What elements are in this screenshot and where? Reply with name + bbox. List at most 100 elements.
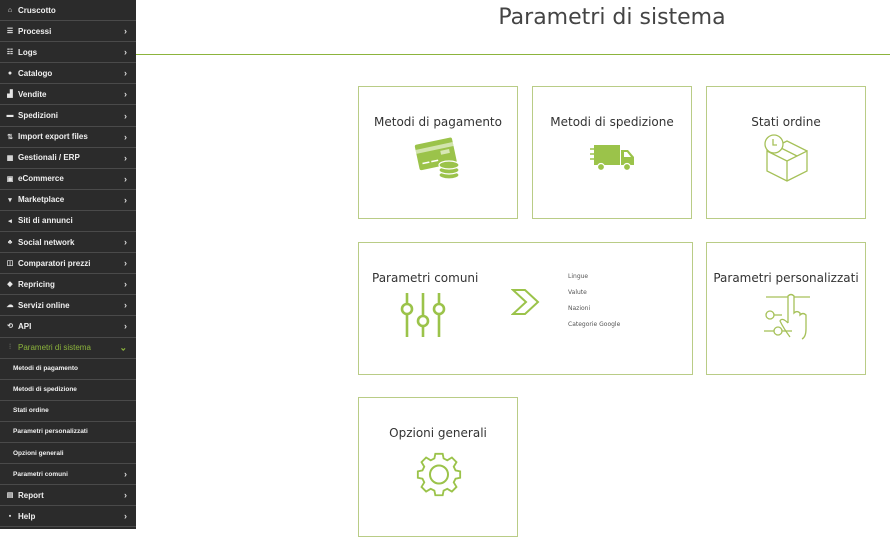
title-divider bbox=[136, 54, 890, 55]
report-icon: ▤ bbox=[6, 492, 14, 500]
sidebar-item-label: Repricing bbox=[18, 279, 55, 289]
sidebar-item-label: Cruscotto bbox=[18, 5, 56, 15]
sidebar: ⌂Cruscotto ☰Processi› ☷Logs› ●Catalogo› … bbox=[0, 0, 136, 529]
sidebar-item-logs[interactable]: ☷Logs› bbox=[0, 42, 136, 64]
chevron-right-icon: › bbox=[124, 511, 127, 522]
box-clock-icon bbox=[764, 134, 808, 182]
sidebar-item-import-export[interactable]: ⇅Import export files› bbox=[0, 127, 136, 148]
sidebar-item-help[interactable]: ▪ Help › bbox=[0, 506, 136, 528]
sidebar-item-label: Help bbox=[18, 511, 36, 521]
tag-icon: ◆ bbox=[7, 281, 13, 289]
card-parametri-personalizzati[interactable]: Parametri personalizzati bbox=[706, 242, 866, 375]
chevron-right-icon: › bbox=[124, 68, 127, 79]
sidebar-item-label: API bbox=[18, 321, 32, 331]
card-title: Stati ordine bbox=[751, 115, 821, 129]
sidebar-subitem-label: Parametri personalizzati bbox=[13, 428, 88, 436]
sidebar-item-label: Marketplace bbox=[18, 195, 65, 205]
chevron-right-icon: › bbox=[124, 47, 127, 58]
card-title: Parametri personalizzati bbox=[713, 271, 859, 285]
card-opzioni-generali[interactable]: Opzioni generali bbox=[358, 397, 518, 537]
sliders-icon: ⫶ bbox=[9, 343, 11, 351]
credit-card-coins-icon bbox=[414, 137, 460, 180]
truck-icon: ▬ bbox=[6, 112, 14, 120]
sidebar-item-gestionali[interactable]: ▦ Gestionali / ERP › bbox=[0, 148, 136, 169]
sidebar-subitem-parametri-personalizzati[interactable]: Parametri personalizzati bbox=[0, 422, 136, 443]
card-parametri-comuni[interactable]: Parametri comuni Lingue Valute Nazioni C… bbox=[358, 242, 693, 375]
sidebar-subitem-label: Parametri comuni bbox=[13, 470, 68, 478]
sidebar-subitem-label: Metodi di spedizione bbox=[13, 386, 77, 394]
sidebar-item-label: Social network bbox=[18, 237, 75, 247]
card-title: Metodi di pagamento bbox=[374, 115, 502, 129]
chevron-right-icon: › bbox=[124, 237, 127, 248]
sidebar-subitem-stati-ordine[interactable]: Stati ordine bbox=[0, 401, 136, 422]
truck-icon bbox=[590, 145, 634, 172]
sidebar-item-label: eCommerce bbox=[18, 174, 64, 184]
sidebar-item-label: Gestionali / ERP bbox=[18, 153, 80, 163]
cart-icon: ▣ bbox=[6, 175, 14, 183]
chevron-down-icon: ⌄ bbox=[119, 342, 127, 353]
sidebar-item-parametri-sistema[interactable]: ⫶ Parametri di sistema ⌄ bbox=[0, 338, 136, 359]
chevron-right-icon: › bbox=[124, 279, 127, 290]
api-icon: ⟲ bbox=[7, 323, 13, 331]
sidebar-item-label: Import export files bbox=[18, 132, 88, 142]
card-title: Metodi di spedizione bbox=[550, 115, 674, 129]
link-categorie-google[interactable]: Categorie Google bbox=[568, 321, 621, 328]
sidebar-subitem-label: Stati ordine bbox=[13, 407, 49, 415]
sidebar-subitem-parametri-comuni[interactable]: Parametri comuni › bbox=[0, 464, 136, 486]
chevron-right-icon: › bbox=[124, 258, 127, 269]
sidebar-subitem-opzioni-generali[interactable]: Opzioni generali bbox=[0, 443, 136, 465]
sidebar-item-report[interactable]: ▤Report› bbox=[0, 485, 136, 507]
sidebar-item-comparatori[interactable]: ◫Comparatori prezzi› bbox=[0, 253, 136, 275]
sidebar-item-label: Vendite bbox=[18, 89, 47, 99]
sidebar-item-spedizioni[interactable]: ▬Spedizioni› bbox=[0, 105, 136, 127]
erp-icon: ▦ bbox=[6, 154, 14, 162]
card-stati-ordine[interactable]: Stati ordine bbox=[706, 86, 866, 219]
sidebar-subitem-label: Metodi di pagamento bbox=[13, 365, 78, 373]
card-metodi-pagamento[interactable]: Metodi di pagamento bbox=[358, 86, 518, 219]
chevron-right-icon: › bbox=[124, 194, 127, 205]
chevron-right-icon: › bbox=[124, 469, 127, 480]
megaphone-icon: ◂ bbox=[8, 217, 12, 225]
chevron-right-icon bbox=[511, 289, 540, 315]
sidebar-item-vendite[interactable]: ▟ Vendite › bbox=[0, 84, 136, 106]
process-icon: ☰ bbox=[6, 28, 14, 36]
chevron-right-icon: › bbox=[124, 26, 127, 37]
chevron-right-icon: › bbox=[124, 300, 127, 311]
chevron-right-icon: › bbox=[124, 490, 127, 501]
catalog-icon: ● bbox=[7, 69, 13, 77]
chart-icon: ▟ bbox=[7, 91, 13, 99]
sidebar-subitem-metodi-spedizione[interactable]: Metodi di spedizione bbox=[0, 380, 136, 401]
help-icon: ▪ bbox=[8, 512, 12, 520]
card-title: Opzioni generali bbox=[389, 426, 487, 440]
sidebar-item-cruscotto[interactable]: ⌂Cruscotto bbox=[0, 0, 136, 22]
page-title: Parametri di sistema bbox=[498, 5, 726, 30]
link-valute[interactable]: Valute bbox=[568, 289, 587, 296]
sidebar-item-label: Catalogo bbox=[18, 68, 53, 78]
sidebar-subitem-metodi-pagamento[interactable]: Metodi di pagamento bbox=[0, 359, 136, 380]
sidebar-item-repricing[interactable]: ◆ Repricing › bbox=[0, 274, 136, 296]
users-icon: ♣ bbox=[7, 238, 13, 246]
link-nazioni[interactable]: Nazioni bbox=[568, 305, 591, 312]
chevron-right-icon: › bbox=[124, 89, 127, 100]
chevron-right-icon: › bbox=[124, 173, 127, 184]
sliders-icon bbox=[400, 293, 446, 337]
sidebar-item-marketplace[interactable]: ▾ Marketplace › bbox=[0, 190, 136, 211]
chevron-right-icon: › bbox=[124, 110, 127, 121]
sidebar-item-catalogo[interactable]: ● Catalogo › bbox=[0, 63, 136, 85]
sidebar-item-processi[interactable]: ☰Processi› bbox=[0, 21, 136, 43]
sidebar-item-api[interactable]: ⟲ API › bbox=[0, 316, 136, 338]
sidebar-item-siti-annunci[interactable]: ◂Siti di annunci bbox=[0, 211, 136, 233]
chevron-right-icon: › bbox=[124, 321, 127, 332]
sidebar-item-social-network[interactable]: ♣ Social network › bbox=[0, 232, 136, 254]
sidebar-item-servizi-online[interactable]: ☁Servizi online› bbox=[0, 295, 136, 317]
card-metodi-spedizione[interactable]: Metodi di spedizione bbox=[532, 86, 692, 219]
parametri-comuni-links: Lingue Valute Nazioni Categorie Google bbox=[568, 273, 620, 337]
sidebar-subitem-label: Opzioni generali bbox=[13, 449, 64, 457]
sidebar-item-label: Parametri di sistema bbox=[18, 343, 91, 353]
import-export-icon: ⇅ bbox=[7, 133, 13, 141]
chevron-right-icon: › bbox=[124, 152, 127, 163]
sidebar-item-label: Logs bbox=[18, 47, 38, 57]
sidebar-item-ecommerce[interactable]: ▣ eCommerce › bbox=[0, 169, 136, 190]
shopping-cart-icon: ▾ bbox=[8, 196, 12, 204]
link-lingue[interactable]: Lingue bbox=[568, 273, 589, 280]
